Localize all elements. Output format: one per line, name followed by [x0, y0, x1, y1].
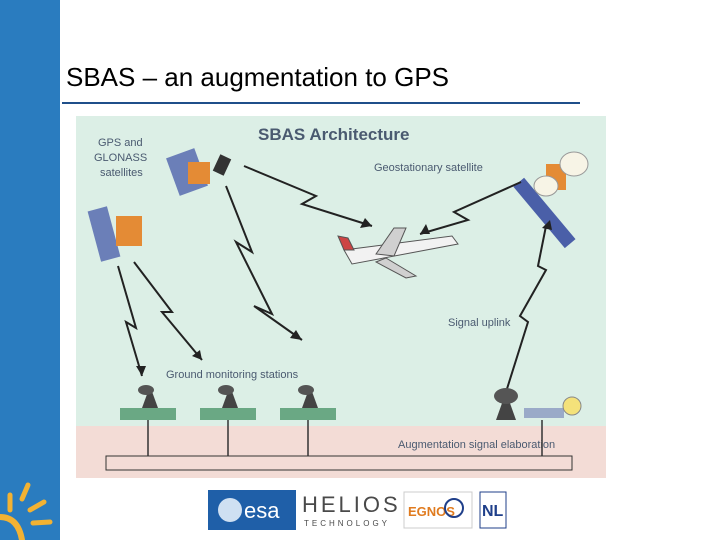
svg-text:TECHNOLOGY: TECHNOLOGY — [304, 519, 390, 528]
sun-logo-icon — [0, 482, 53, 540]
partner-logos: esa HELIOS TECHNOLOGY EGNOS NL — [208, 490, 507, 530]
gps-label-line3: satellites — [100, 167, 143, 179]
ground-stations-label: Ground monitoring stations — [166, 369, 299, 381]
title-underline — [62, 102, 580, 104]
sky-background — [76, 116, 606, 426]
diagram-heading: SBAS Architecture — [258, 125, 409, 144]
airplane-icon — [337, 227, 459, 279]
esa-logo-icon: esa — [208, 490, 296, 530]
uplink-label: Signal uplink — [448, 317, 511, 329]
helios-logo-icon: HELIOS TECHNOLOGY — [302, 492, 401, 528]
augmentation-label: Augmentation signal elaboration — [398, 439, 555, 451]
svg-text:esa: esa — [244, 498, 280, 523]
left-accent-bar — [0, 0, 60, 540]
gps-satellite-icon — [87, 206, 142, 262]
sbas-architecture-diagram: SBAS Architecture GPS and GLONASS satell… — [76, 116, 606, 478]
ground-station-icon — [120, 385, 176, 420]
svg-text:EGNOS: EGNOS — [408, 504, 455, 519]
gps-label-line1: GPS and — [98, 137, 143, 149]
gps-label-line2: GLONASS — [94, 152, 147, 164]
ground-station-icon — [200, 385, 256, 420]
ground-station-icon — [280, 385, 336, 420]
uplink-dish-icon — [494, 388, 582, 420]
nlr-logo-icon: NL — [479, 491, 507, 529]
geo-label: Geostationary satellite — [374, 162, 483, 174]
svg-text:NL: NL — [482, 503, 504, 520]
svg-text:HELIOS: HELIOS — [302, 492, 401, 517]
gps-satellite-icon — [166, 148, 232, 196]
geostationary-satellite-icon — [513, 151, 589, 249]
egnos-logo-icon: EGNOS — [403, 491, 473, 529]
ground-background — [76, 426, 606, 478]
slide-title: SBAS – an augmentation to GPS — [66, 62, 450, 92]
